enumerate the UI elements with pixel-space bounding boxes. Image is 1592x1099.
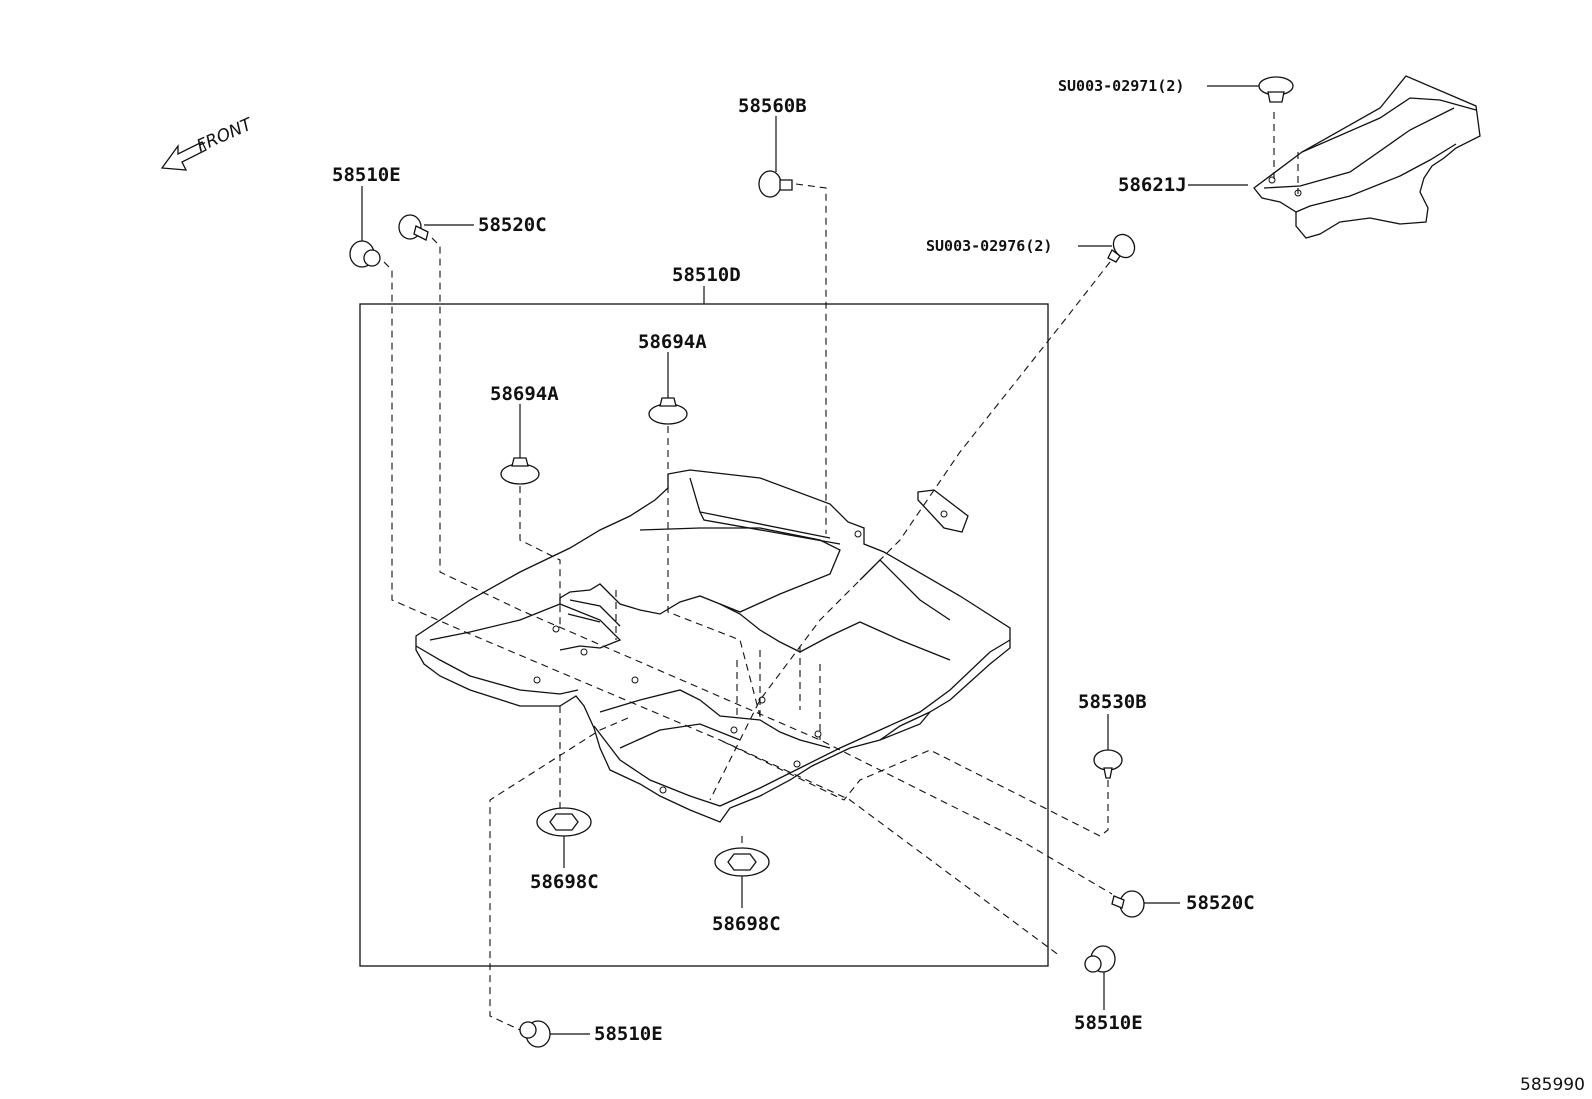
callout-main-assembly: 58510D — [672, 264, 741, 286]
clip-front-left-top-icon — [349, 240, 381, 268]
bracket-screw-lower-icon — [1107, 233, 1136, 263]
callout-screw-left-top: 58520C — [478, 214, 547, 236]
callout-bolt-top: 58560B — [738, 95, 807, 117]
callout-retainer-right: 58530B — [1078, 691, 1147, 713]
heat-shield-bracket — [1253, 75, 1481, 239]
bracket-screw-top-icon — [1258, 76, 1294, 103]
callout-bracket-code: 58621J — [1118, 174, 1187, 196]
bolt-top-icon — [758, 170, 793, 198]
pad-left-icon — [500, 457, 540, 485]
screw-right-icon — [1111, 890, 1145, 918]
seal-center-icon — [714, 847, 770, 877]
front-arrow-icon — [160, 141, 207, 171]
callout-screw-right: 58520C — [1186, 892, 1255, 914]
callout-bracket-screw-lower: SU003-02976(2) — [926, 237, 1052, 255]
clip-right-bottom-icon — [1084, 945, 1116, 973]
callout-clip-left-bottom: 58510E — [594, 1023, 663, 1045]
callout-clip-right-bottom: 58510E — [1074, 1012, 1143, 1034]
catalog-number: 585990 — [1520, 1075, 1585, 1095]
callout-bracket-screw-top: SU003-02971(2) — [1058, 77, 1184, 95]
callout-pad-center: 58694A — [638, 331, 707, 353]
front-direction-label: FRONT — [194, 114, 257, 157]
engine-under-cover — [415, 469, 1011, 823]
callout-seal-left: 58698C — [530, 871, 599, 893]
clip-left-bottom-icon — [519, 1020, 551, 1048]
callout-seal-center: 58698C — [712, 913, 781, 935]
retainer-right-icon — [1093, 749, 1123, 779]
callout-clip-front-left-top: 58510E — [332, 164, 401, 186]
pad-center-icon — [648, 397, 688, 425]
seal-left-icon — [536, 807, 592, 837]
callout-pad-left: 58694A — [490, 383, 559, 405]
screw-left-top-icon — [398, 214, 429, 241]
assembly-guide-lines — [383, 112, 1299, 1031]
